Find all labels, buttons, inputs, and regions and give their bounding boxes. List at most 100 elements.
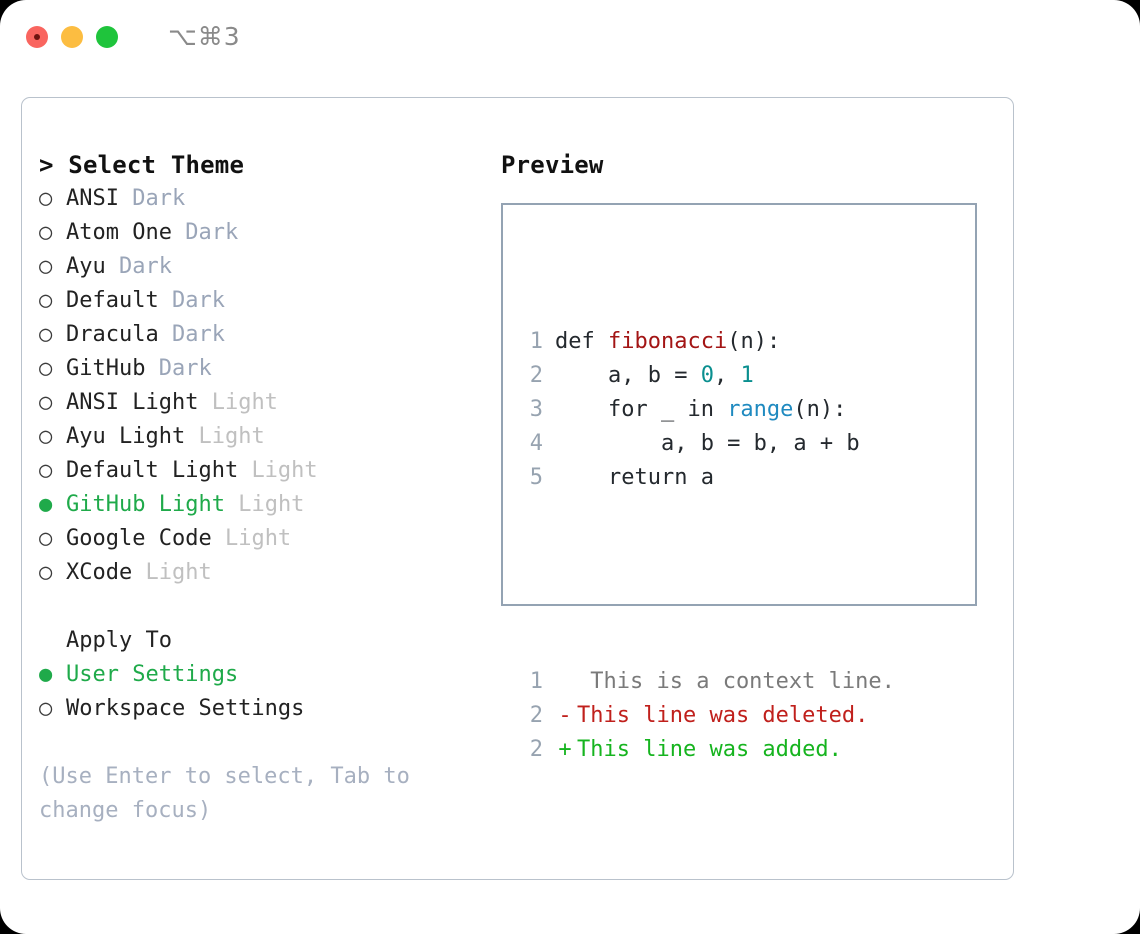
theme-option-label: Ayu Light bbox=[66, 424, 186, 449]
diff-marker: + bbox=[558, 737, 572, 762]
apply-to-heading: Apply To bbox=[66, 628, 172, 653]
code-line: 1 def fibonacci(n): bbox=[515, 325, 895, 359]
theme-option-ayu[interactable]: ○ Ayu Dark bbox=[39, 250, 489, 284]
radio-selected-icon[interactable]: ● bbox=[39, 662, 53, 687]
line-number: 1 bbox=[529, 329, 543, 354]
theme-variant-badge: Light bbox=[145, 560, 212, 585]
line-number: 2 bbox=[529, 703, 543, 728]
theme-option-label: GitHub bbox=[66, 356, 146, 381]
code-token-plain: (n): bbox=[727, 329, 781, 354]
diff-text: This line was added. bbox=[577, 737, 842, 762]
line-number: 2 bbox=[529, 737, 543, 762]
apply-to-option-list: ●User Settings ○ Workspace Settings bbox=[39, 658, 489, 726]
theme-option-list: ○ ANSI Dark ○ Atom One Dark ○ Ayu Dark ○ Defaul… bbox=[39, 182, 489, 590]
diff-line-context: 1 This is a context line. bbox=[515, 665, 895, 699]
theme-option-atom-one[interactable]: ○ Atom One Dark bbox=[39, 216, 489, 250]
radio-unselected-icon[interactable]: ○ bbox=[39, 322, 53, 347]
theme-option-xcode[interactable]: ○ XCode Light bbox=[39, 556, 489, 590]
title-bar: ⌥⌘3 bbox=[0, 0, 1140, 78]
radio-unselected-icon[interactable]: ○ bbox=[39, 288, 53, 313]
radio-unselected-icon[interactable]: ○ bbox=[39, 424, 53, 449]
diff-line-added: 2 +This line was added. bbox=[515, 733, 895, 767]
diff-marker bbox=[555, 665, 575, 699]
code-diff-gap bbox=[515, 563, 895, 597]
code-line: 4 a, b = b, a + b bbox=[515, 427, 895, 461]
code-line: 2 a, b = 0, 1 bbox=[515, 359, 895, 393]
theme-option-label: Default Light bbox=[66, 458, 239, 483]
theme-option-ansi[interactable]: ○ ANSI Dark bbox=[39, 182, 489, 216]
theme-option-label: Atom One bbox=[66, 220, 172, 245]
theme-option-label: GitHub Light bbox=[66, 492, 225, 517]
radio-selected-icon[interactable]: ● bbox=[39, 492, 53, 517]
theme-option-github[interactable]: ○ GitHub Dark bbox=[39, 352, 489, 386]
radio-unselected-icon[interactable]: ○ bbox=[39, 458, 53, 483]
apply-to-option-user-settings[interactable]: ●User Settings bbox=[39, 658, 489, 692]
theme-variant-badge: Dark bbox=[132, 186, 186, 211]
theme-variant-badge: Light bbox=[251, 458, 318, 483]
code-token-plain: a, b = b, a + b bbox=[555, 431, 860, 456]
theme-option-ayu-light[interactable]: ○ Ayu Light Light bbox=[39, 420, 489, 454]
line-number: 5 bbox=[529, 465, 543, 490]
code-line: 3 for _ in range(n): bbox=[515, 393, 895, 427]
theme-option-label: ANSI bbox=[66, 186, 119, 211]
radio-unselected-icon[interactable]: ○ bbox=[39, 560, 53, 585]
theme-variant-badge: Dark bbox=[119, 254, 172, 279]
theme-option-default[interactable]: ○Default Dark bbox=[39, 284, 489, 318]
line-number: 4 bbox=[529, 431, 543, 456]
code-token-plain: def bbox=[555, 329, 608, 354]
keyboard-hint-text: (Use Enter to select, Tab to change focu… bbox=[39, 764, 410, 823]
code-token-plain: return a bbox=[555, 465, 714, 490]
theme-option-label: Ayu bbox=[66, 254, 106, 279]
preview-heading: Preview bbox=[501, 151, 604, 179]
minimize-button[interactable] bbox=[61, 26, 83, 48]
radio-unselected-icon[interactable]: ○ bbox=[39, 186, 53, 211]
radio-unselected-icon[interactable]: ○ bbox=[39, 696, 53, 721]
theme-option-label: XCode bbox=[66, 560, 133, 585]
keyboard-shortcut-label: ⌥⌘3 bbox=[168, 22, 241, 51]
theme-option-label: Default bbox=[66, 288, 159, 313]
theme-variant-badge: Light bbox=[198, 424, 265, 449]
theme-option-default-light[interactable]: ○ Default Light Light bbox=[39, 454, 489, 488]
code-token-fn: fibonacci bbox=[607, 329, 728, 354]
code-token-plain: for _ in bbox=[555, 397, 728, 422]
line-number: 1 bbox=[529, 669, 543, 694]
apply-to-option-workspace-settings[interactable]: ○ Workspace Settings bbox=[39, 692, 489, 726]
theme-variant-badge: Dark bbox=[158, 356, 212, 381]
radio-unselected-icon[interactable]: ○ bbox=[39, 220, 53, 245]
line-number: 2 bbox=[529, 363, 543, 388]
theme-option-label: Google Code bbox=[66, 526, 212, 551]
theme-variant-badge: Dark bbox=[185, 220, 239, 245]
theme-option-label: Dracula bbox=[66, 322, 159, 347]
radio-unselected-icon[interactable]: ○ bbox=[39, 356, 53, 381]
code-token-num: 0 bbox=[700, 363, 714, 388]
theme-option-github-light[interactable]: ●GitHub Light Light bbox=[39, 488, 489, 522]
theme-variant-badge: Light bbox=[224, 526, 292, 551]
diff-block: 1 This is a context line.2-This line was… bbox=[515, 665, 895, 767]
code-token-kw: range bbox=[727, 397, 794, 422]
radio-unselected-icon[interactable]: ○ bbox=[39, 390, 53, 415]
code-line: 5 return a bbox=[515, 461, 895, 495]
line-number: 3 bbox=[529, 397, 543, 422]
code-token-plain: , bbox=[713, 363, 741, 388]
radio-unselected-icon[interactable]: ○ bbox=[39, 254, 53, 279]
code-token-plain: a, b = bbox=[555, 363, 701, 388]
theme-variant-badge: Light bbox=[211, 390, 278, 415]
theme-selector: > Select Theme ○ANSI Dark○Atom One Dark○… bbox=[39, 148, 489, 828]
content-panel: > Select Theme ○ANSI Dark○Atom One Dark○… bbox=[21, 97, 1014, 880]
diff-text: This is a context line. bbox=[577, 669, 895, 694]
radio-unselected-icon[interactable]: ○ bbox=[39, 526, 53, 551]
close-button[interactable] bbox=[26, 26, 48, 48]
theme-option-ansi-light[interactable]: ○ ANSI Light Light bbox=[39, 386, 489, 420]
theme-option-google-code[interactable]: ○ Google Code Light bbox=[39, 522, 489, 556]
diff-line-deleted: 2-This line was deleted. bbox=[515, 699, 895, 733]
maximize-button[interactable] bbox=[96, 26, 118, 48]
list-spacer bbox=[39, 590, 489, 624]
apply-to-option-label: Workspace Settings bbox=[66, 696, 305, 721]
theme-option-dracula[interactable]: ○Dracula Dark bbox=[39, 318, 489, 352]
theme-option-label: ANSI Light bbox=[66, 390, 199, 415]
